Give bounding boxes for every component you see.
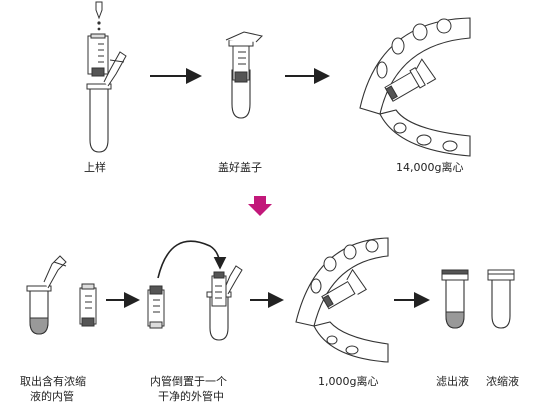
step-cap-label: 盖好盖子 <box>218 161 262 174</box>
step-remove-label-line2: 液的内管 <box>30 390 74 403</box>
pipette-tip-icon <box>95 1 103 31</box>
filtrate-tube-icon <box>441 269 469 329</box>
step-invert-label-line1: 内管倒置于一个 <box>150 375 227 388</box>
next-stage-arrow-icon <box>248 196 272 216</box>
step-spin2-label: 1,000g离心 <box>318 375 379 388</box>
step-load-label: 上样 <box>84 161 106 174</box>
clean-tube-with-insert-icon <box>206 265 243 341</box>
concentrate-label: 浓缩液 <box>486 375 519 388</box>
invert-arrow <box>157 240 227 279</box>
concentrate-tube-icon <box>487 269 515 329</box>
outer-tube-with-filtrate-icon <box>26 255 67 335</box>
step-invert-label-line2: 干净的外管中 <box>158 390 224 403</box>
removed-insert-icon <box>79 283 97 327</box>
rotor-icon <box>295 237 389 363</box>
rotor-icon <box>359 17 471 157</box>
capped-tube-icon <box>225 31 263 119</box>
filtrate-label: 滤出液 <box>436 375 469 388</box>
step-remove-label-line1: 取出含有浓缩 <box>20 375 86 388</box>
inverted-insert-icon <box>147 285 165 329</box>
open-tube-with-insert-icon <box>86 33 127 153</box>
step-spin1-label: 14,000g离心 <box>396 161 464 174</box>
